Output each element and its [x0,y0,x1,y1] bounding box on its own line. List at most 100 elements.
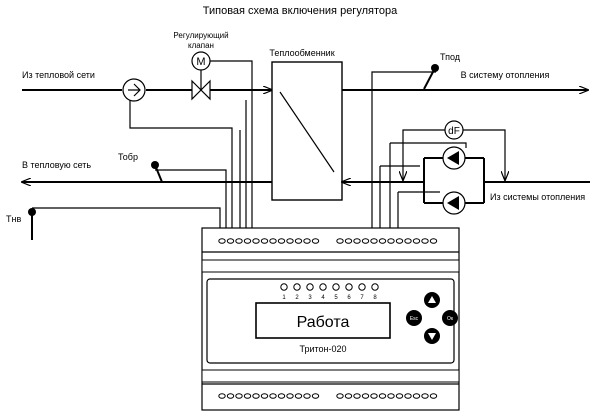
terminal-screw [277,393,286,399]
terminal-screw [395,238,404,244]
terminal-screw [353,393,361,399]
valve-label-line1: Регулирующий [173,31,228,40]
led-label: 3 [308,295,312,301]
from-heating-system-label: Из системы отопления [490,192,585,202]
led-label: 8 [373,295,377,301]
terminal-row-top [218,238,438,244]
terminal-screw [387,238,395,244]
terminal-screw [226,238,235,244]
led-6 [345,283,353,291]
terminal-screw [429,393,438,399]
terminal-screw [421,238,429,244]
regulating-valve-icon [191,70,211,101]
display-text: Работа [297,314,350,331]
terminal-screw [218,238,226,244]
terminal-screw [404,393,412,399]
terminal-screw [218,393,226,399]
esc-button[interactable]: Esc [406,310,422,326]
controller-model: Тритон-020 [299,344,346,354]
terminal-screw [303,393,311,399]
led-1 [280,283,288,291]
terminal-screw [252,393,260,399]
control-wiring [32,60,467,232]
led-8 [371,283,379,291]
terminal-screw [336,238,344,244]
dp-sensor-icon: dF [403,120,505,180]
terminal-screw [412,393,421,399]
circulation-pump-2-icon [442,191,466,215]
diagram-title: Типовая схема включения регулятора [203,5,398,17]
terminal-screw [361,393,370,399]
led-label: 1 [282,295,286,301]
terminal-screw [429,238,438,244]
motor-letter: M [196,56,205,68]
terminal-screw [294,238,303,244]
terminal-screw [311,238,320,244]
terminal-screw [395,393,404,399]
terminal-screw [387,393,395,399]
terminal-screw [303,238,311,244]
valve-label-line2: клапан [188,41,214,50]
up-arrow-button[interactable] [424,292,440,308]
terminal-screw [353,238,361,244]
display-screen [255,302,391,339]
heat-exchanger-label: Теплообменник [269,48,334,58]
terminal-screw [404,238,412,244]
led-label: 5 [334,295,338,301]
terminal-screw [311,393,320,399]
led-5 [332,283,340,291]
esc-button-label: Esc [410,316,419,322]
terminal-row-bottom [218,393,438,399]
supply-pump-icon [122,78,146,102]
terminal-screw [378,393,387,399]
terminal-screw [370,393,378,399]
led-3 [306,283,314,291]
terminal-screw [226,393,235,399]
return-temp-sensor-icon [151,161,163,183]
terminal-screw [378,238,387,244]
terminal-screw [286,393,294,399]
supply-temp-sensor-icon [423,64,439,90]
terminal-screw [243,393,252,399]
valve-motor-icon: M [191,51,211,71]
supply-temp-label: Тпод [440,52,461,62]
terminal-screw [252,238,260,244]
terminal-screw [370,238,378,244]
outdoor-temp-sensor-icon [28,208,36,240]
down-arrow-button[interactable] [424,328,440,344]
led-label: 7 [360,295,364,301]
terminal-screw [344,393,353,399]
return-temp-label: Тобр [118,152,138,162]
terminal-screw [344,238,353,244]
terminal-screw [243,238,252,244]
led-2 [293,283,301,291]
led-indicators: 1 2 3 4 5 6 7 8 [280,283,379,301]
heat-exchanger-icon [271,61,343,201]
terminal-screw [421,393,429,399]
terminal-screw [294,393,303,399]
terminal-screw [412,238,421,244]
led-label: 4 [321,295,325,301]
led-7 [358,283,366,291]
terminal-screw [235,238,243,244]
to-heating-system-label: В систему отопления [461,70,550,80]
terminal-screw [269,393,277,399]
ok-button[interactable]: Ок [442,310,458,326]
from-heat-network-label: Из тепловой сети [22,70,95,80]
terminal-screw [235,393,243,399]
terminal-screw [269,238,277,244]
circulation-pump-1-icon [442,146,466,170]
terminal-screw [277,238,286,244]
to-heat-network-label: В тепловую сеть [22,160,91,170]
terminal-screw [260,393,269,399]
terminal-screw [361,238,370,244]
terminal-screw [260,238,269,244]
terminal-screw [336,393,344,399]
terminal-screw [286,238,294,244]
ok-button-label: Ок [447,316,454,322]
led-label: 6 [347,295,351,301]
led-4 [319,283,327,291]
outdoor-temp-label: Тнв [6,214,21,224]
led-label: 2 [295,295,299,301]
